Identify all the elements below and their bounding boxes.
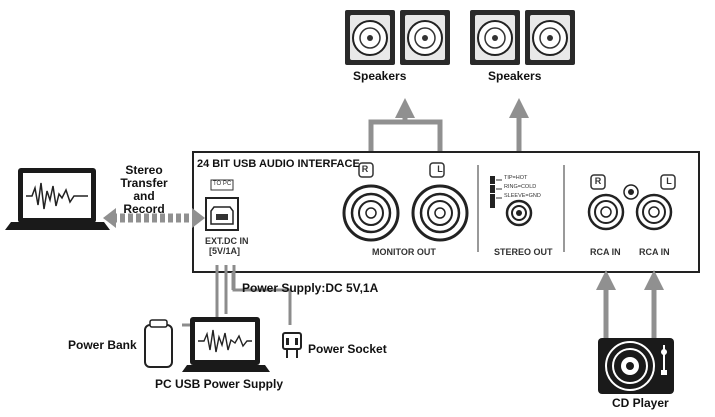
power-supply-label: Power Supply:DC 5V,1A: [242, 281, 379, 295]
speaker-left-b: [400, 10, 450, 65]
power-socket-icon: [282, 332, 302, 358]
ring-cold-label: RING=COLD: [504, 184, 537, 190]
power-bank-icon: [144, 319, 173, 368]
usb-transfer-arrow: [103, 208, 205, 228]
to-pc-label: TO PC: [213, 181, 232, 187]
pc-usb-power-label: PC USB Power Supply: [155, 377, 284, 391]
usb-port: [205, 197, 239, 231]
stereo-out-jack: [505, 199, 533, 227]
ext-dc-voltage-label: [5V/1A]: [209, 246, 241, 256]
stereo-label: Stereo: [125, 163, 163, 177]
speaker-left-a: [345, 10, 395, 65]
ext-dc-label: EXT.DC IN: [205, 236, 249, 246]
rca-r-label: R: [594, 176, 602, 186]
rca-in-right-label: RCA IN: [639, 247, 670, 257]
pc-usb-laptop-icon: [182, 317, 270, 372]
tip-hot-label: TIP=HOT: [504, 175, 528, 181]
power-lines: [182, 265, 292, 327]
speakers-left-label: Speakers: [353, 69, 407, 83]
rca-in-jack-l: [635, 174, 676, 231]
monitor-out-label: MONITOR OUT: [372, 247, 436, 257]
monitor-out-jack-r: [342, 162, 400, 242]
monitor-out-jack-l: [411, 162, 469, 242]
monitor-l-label: L: [437, 164, 443, 174]
record-label: Record: [123, 202, 165, 216]
rca-in-left-label: RCA IN: [590, 247, 621, 257]
laptop-icon: [5, 168, 110, 230]
sleeve-gnd-label: SLEEVE=GND: [504, 193, 541, 199]
cd-player-label: CD Player: [612, 396, 669, 410]
rca-l-label: L: [666, 176, 672, 186]
and-label: and: [133, 189, 155, 203]
speaker-right-a: [470, 10, 520, 65]
cd-player-icon: [598, 338, 674, 394]
monitor-r-label: R: [361, 164, 369, 174]
stereo-out-label: STEREO OUT: [494, 247, 553, 257]
speaker-right-b: [525, 10, 575, 65]
transfer-label: Transfer: [120, 176, 168, 190]
monitor-out-connector: [368, 98, 443, 160]
rca-input-arrows: [596, 270, 664, 338]
speakers-right-label: Speakers: [488, 69, 542, 83]
power-bank-label: Power Bank: [68, 338, 137, 352]
interface-title: 24 BIT USB AUDIO INTERFACE: [197, 158, 360, 170]
rca-in-jack-r: [587, 174, 625, 231]
trs-plug-icon: [490, 176, 502, 208]
ground-terminal-icon: [623, 184, 639, 200]
power-socket-label: Power Socket: [308, 342, 387, 356]
to-pc-box: [210, 179, 234, 191]
